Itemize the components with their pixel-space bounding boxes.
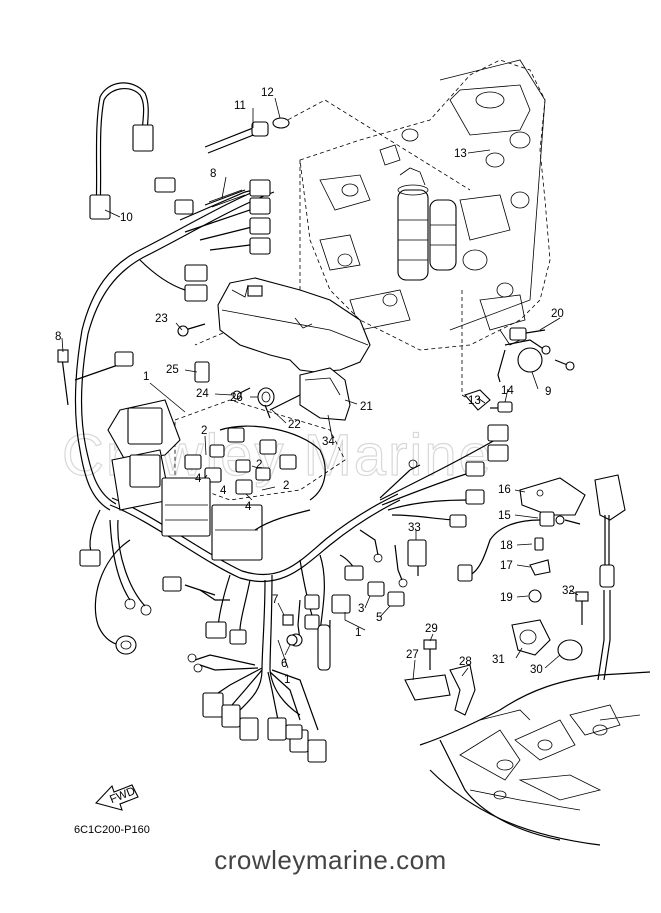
diagram-code: 6C1C200-P160 bbox=[74, 824, 150, 836]
callout-31: 31 bbox=[492, 654, 505, 666]
callout-34: 34 bbox=[322, 436, 335, 448]
callout-4-a: 4 bbox=[195, 473, 202, 485]
fwd-arrow: FWD bbox=[94, 784, 139, 811]
callout-1-top: 1 bbox=[143, 371, 149, 383]
callout-2-c: 2 bbox=[283, 480, 289, 492]
callout-30: 30 bbox=[530, 664, 543, 676]
bracket-21 bbox=[217, 277, 371, 421]
callout-14: 14 bbox=[501, 385, 514, 397]
callout-23: 23 bbox=[155, 313, 168, 325]
callout-25: 25 bbox=[166, 364, 179, 376]
callout-8-top: 8 bbox=[210, 168, 216, 180]
callout-20: 20 bbox=[551, 308, 564, 320]
reference-line bbox=[281, 99, 471, 191]
bottom-cowling bbox=[419, 671, 651, 846]
callout-13-bottom: 13 bbox=[468, 395, 481, 407]
small-parts bbox=[57, 117, 589, 716]
callout-10: 10 bbox=[120, 212, 133, 224]
callout-32: 32 bbox=[562, 585, 575, 597]
callout-4-b: 4 bbox=[220, 485, 227, 497]
callout-24: 24 bbox=[196, 388, 209, 400]
callout-3: 3 bbox=[358, 603, 364, 615]
engine-block bbox=[299, 59, 551, 351]
callout-13-top: 13 bbox=[454, 148, 467, 160]
callout-26: 26 bbox=[230, 392, 243, 404]
callout-22: 22 bbox=[288, 419, 301, 431]
callout-8-left: 8 bbox=[55, 331, 61, 343]
callout-27: 27 bbox=[406, 649, 419, 661]
site-footer[interactable]: crowleymarine.com bbox=[214, 845, 447, 875]
callout-9: 9 bbox=[545, 386, 551, 398]
callout-15: 15 bbox=[498, 510, 511, 522]
callout-12: 12 bbox=[261, 87, 274, 99]
callout-7: 7 bbox=[272, 594, 278, 606]
callout-5: 5 bbox=[376, 612, 382, 624]
callout-2-a: 2 bbox=[201, 425, 207, 437]
callout-1-bottom: 1 bbox=[284, 674, 290, 686]
callout-21: 21 bbox=[360, 401, 373, 413]
callout-29: 29 bbox=[425, 623, 438, 635]
callout-4-c: 4 bbox=[245, 501, 252, 513]
leader-lines bbox=[61, 97, 579, 681]
callout-2-b: 2 bbox=[256, 459, 262, 471]
callout-16: 16 bbox=[498, 484, 511, 496]
callout-17: 17 bbox=[500, 560, 513, 572]
shift-rod-assembly bbox=[594, 474, 626, 681]
callout-1-mid: 1 bbox=[355, 627, 361, 639]
callout-labels: 11 12 8 10 8 23 25 24 26 22 21 34 1 20 1… bbox=[55, 87, 575, 686]
callout-33: 33 bbox=[408, 522, 421, 534]
callout-28: 28 bbox=[459, 656, 472, 668]
callout-18: 18 bbox=[500, 540, 513, 552]
electrical-box bbox=[107, 399, 346, 561]
callout-11: 11 bbox=[234, 100, 246, 112]
callout-19: 19 bbox=[500, 592, 513, 604]
callout-6: 6 bbox=[281, 658, 287, 670]
reference-line bbox=[461, 290, 471, 401]
